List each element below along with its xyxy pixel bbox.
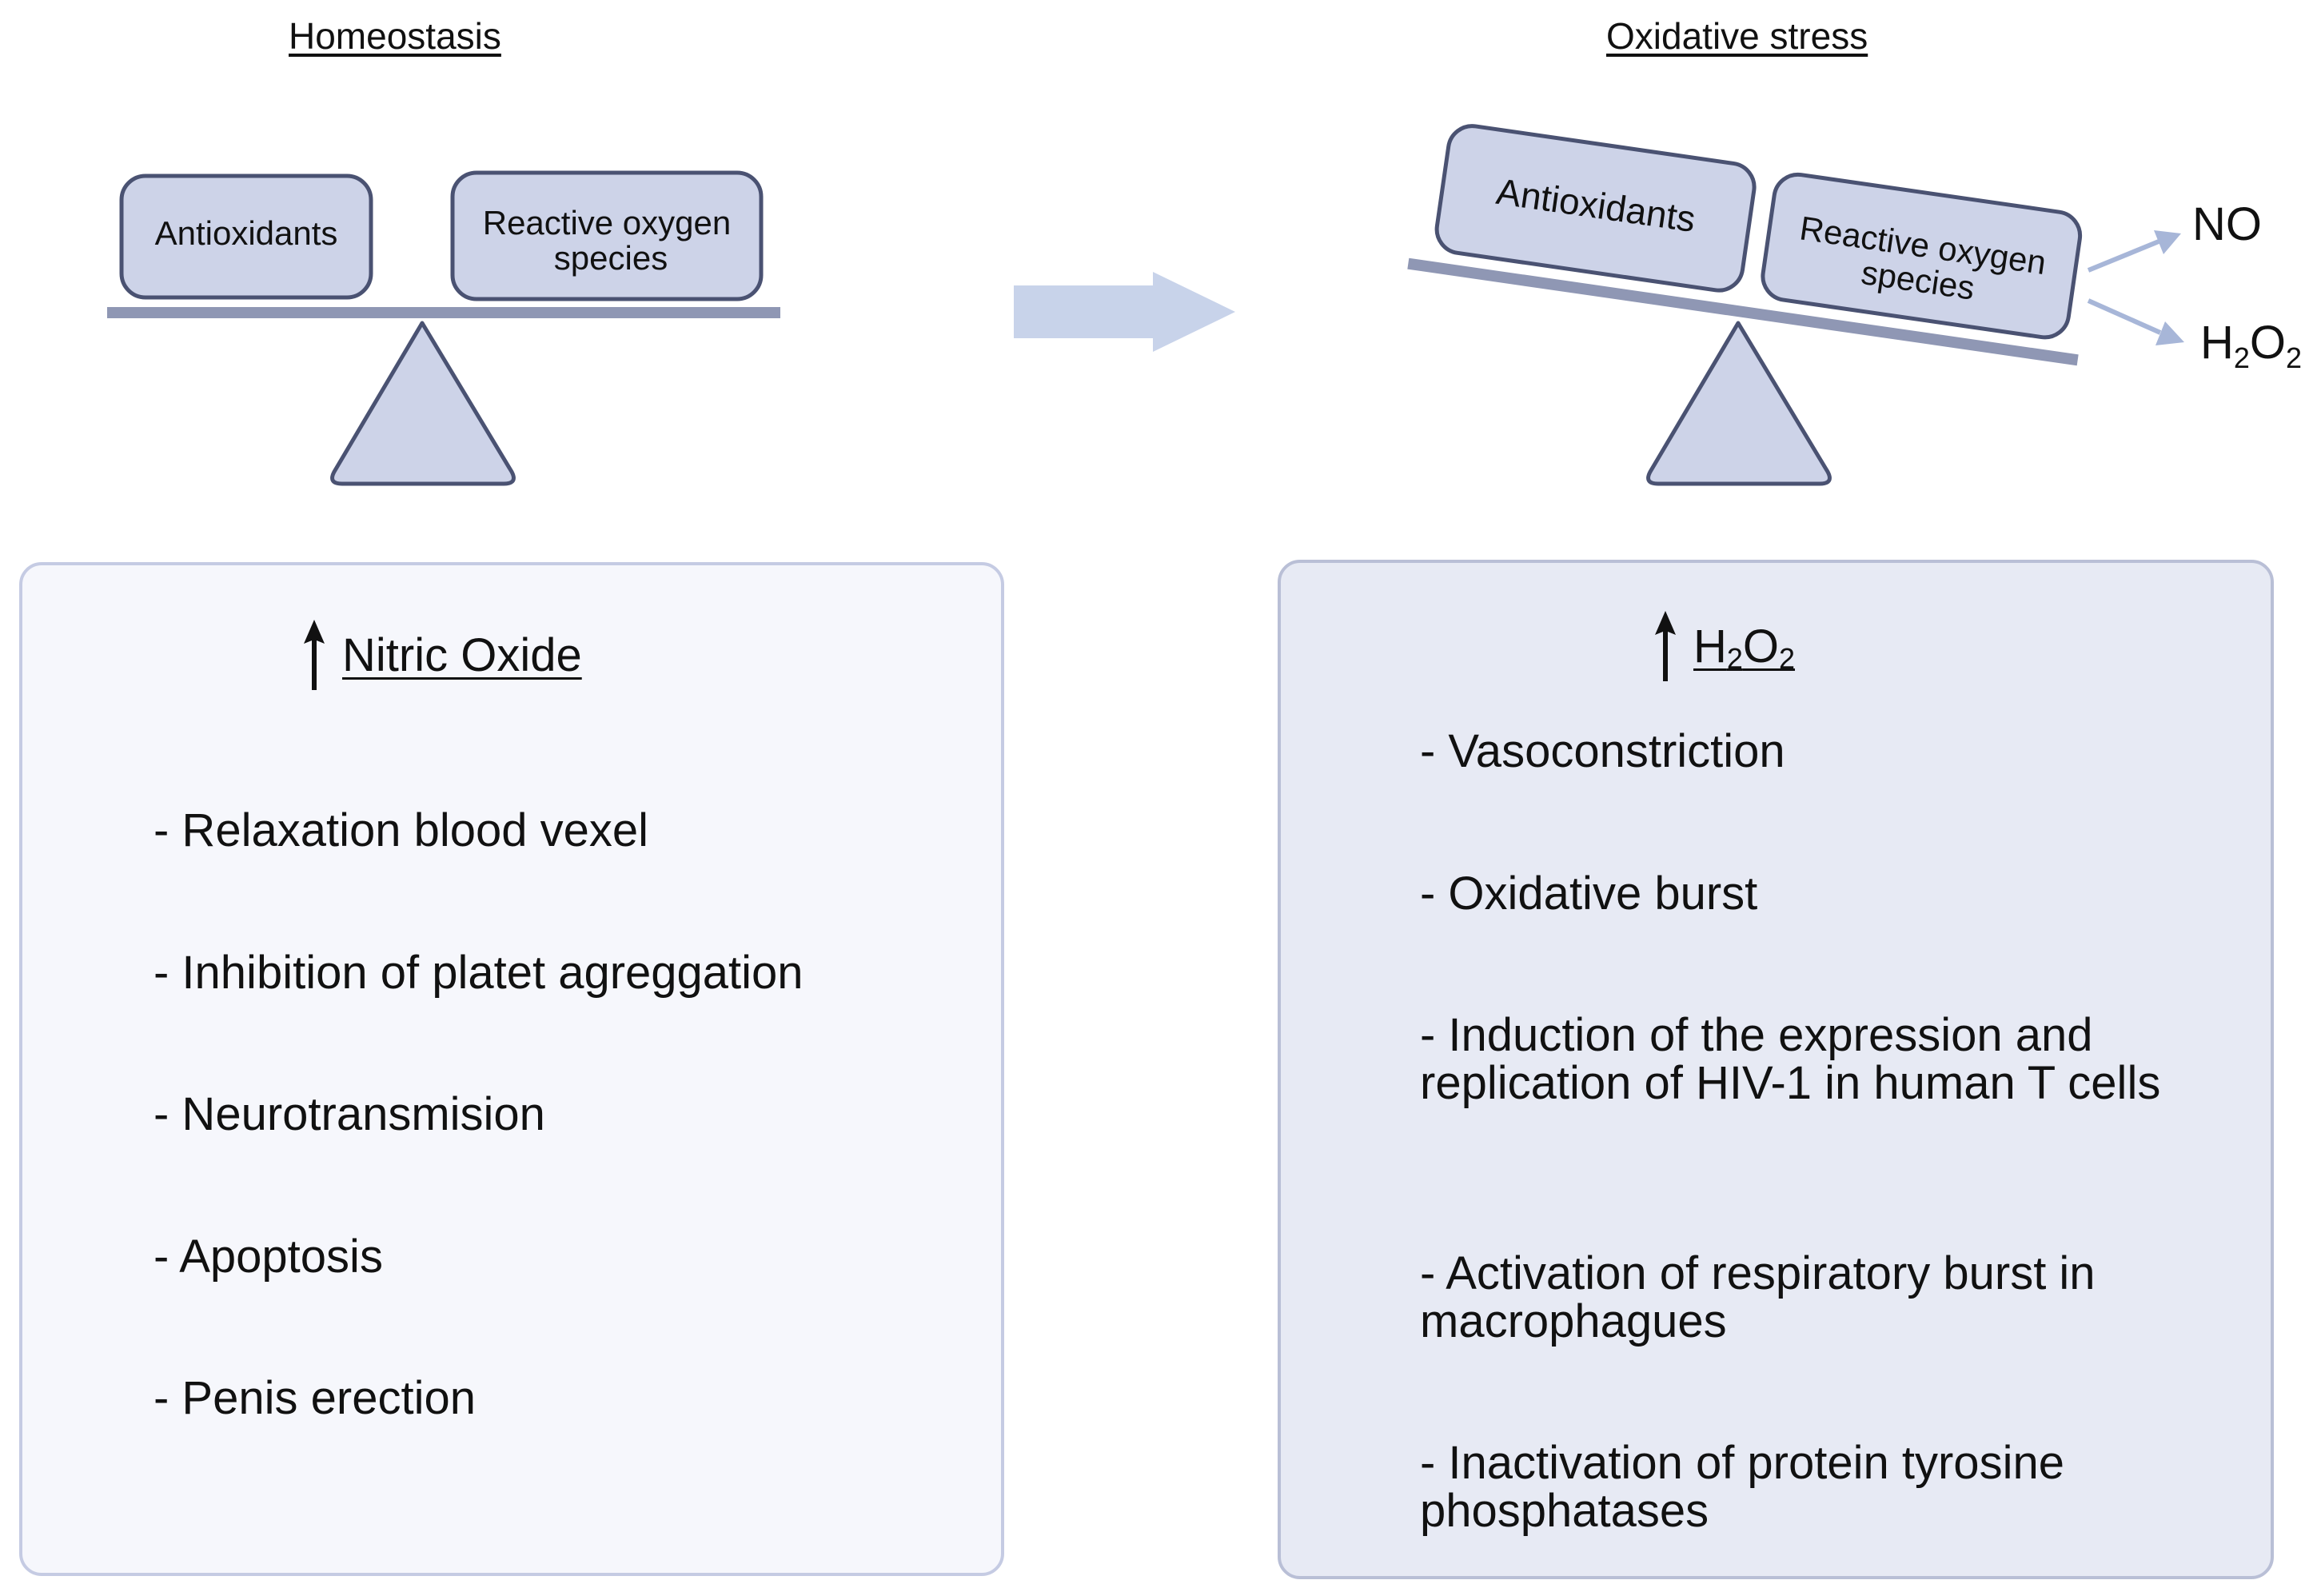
fulcrum-triangle-right: [1646, 321, 1832, 486]
list-item: - Vasoconstriction: [1420, 725, 1785, 777]
reactive-oxygen-species-box-tilted: [1761, 172, 2083, 340]
antioxidants-box-tilted: [1434, 124, 1757, 293]
balance-diagram: Antioxidants Reactive oxygen species Ant…: [107, 124, 2302, 486]
tilted-scale-beam: [1407, 257, 2079, 366]
list-item: - Apoptosis: [154, 1231, 383, 1283]
transition-arrow: [1014, 272, 1235, 352]
list-item: - Induction of the expression and replic…: [1420, 1009, 2161, 1109]
list-item: - Inhibition of platet agreggation: [154, 947, 804, 999]
list-item: - Inactivation of protein tyrosine phosp…: [1420, 1437, 2064, 1537]
list-item: - Relaxation blood vexel: [154, 804, 649, 856]
ros-label-line2: species: [554, 239, 668, 277]
scale-beam: [107, 307, 780, 318]
panel-title: Nitric Oxide: [342, 628, 582, 681]
panel-title: H2O2: [1693, 620, 1796, 675]
list-item: - Neurotransmision: [154, 1088, 545, 1140]
reactive-oxygen-species-box: [450, 170, 764, 301]
h2o2-output-arrow: [2087, 298, 2184, 345]
ros-label-line1: Reactive oxygen: [483, 204, 732, 241]
h2o2-header: H2O2: [1653, 608, 1795, 684]
tilted-scale: Antioxidants Reactive oxygen species: [1407, 124, 2083, 486]
no-output-arrow: [2087, 230, 2181, 273]
list-item: - Activation of respiratory burst in mac…: [1420, 1247, 2096, 1347]
list-item: - Penis erection: [154, 1372, 476, 1424]
nitric-oxide-panel: Nitric Oxide - Relaxation blood vexel - …: [19, 562, 1004, 1576]
nitric-oxide-header: Nitric Oxide: [302, 616, 582, 693]
h2o2-panel: H2O2 - Vasoconstriction - Oxidative burs…: [1278, 560, 2274, 1579]
no-label: NO: [2192, 198, 2262, 250]
up-arrow-icon: [1655, 611, 1676, 681]
antioxidants-label: Antioxidants: [155, 214, 338, 252]
oxidative-stress-heading: Oxidative stress: [1606, 15, 1868, 57]
list-item: - Oxidative burst: [1420, 868, 1758, 920]
up-arrow-icon: [304, 620, 325, 690]
fulcrum-triangle: [330, 321, 516, 486]
homeostasis-heading: Homeostasis: [289, 15, 501, 57]
balanced-scale: Antioxidants Reactive oxygen species: [107, 170, 780, 486]
h2o2-output-label: H2O2: [2200, 317, 2302, 374]
antioxidants-box: [119, 174, 373, 300]
